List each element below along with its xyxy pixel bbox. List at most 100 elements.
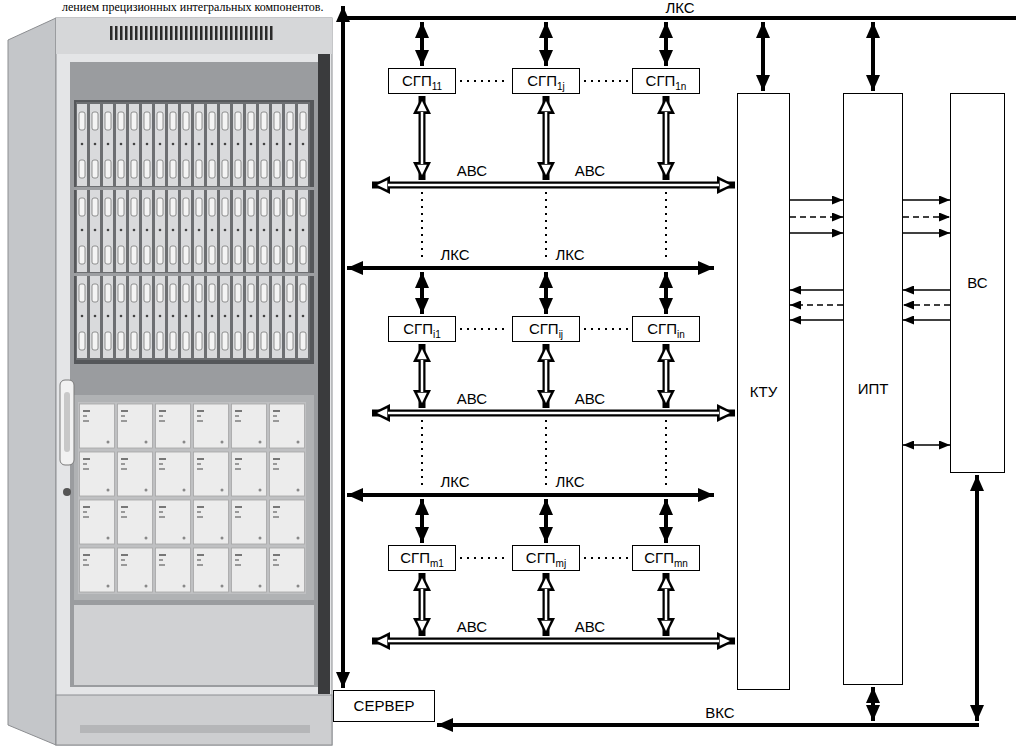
subsystem-box: СГП11 [388, 68, 456, 94]
bus-label: АВС [573, 163, 607, 179]
bus-arrow [420, 22, 424, 66]
signal-arrow [790, 319, 843, 321]
bus-label: ЛКС [663, 0, 696, 16]
power-modules [78, 402, 306, 594]
double-arrow [419, 344, 426, 408]
ellipsis-dots [460, 557, 508, 559]
bus-line [437, 723, 979, 727]
double-arrow [543, 344, 550, 408]
bus-label: АВС [573, 391, 607, 407]
subsystem-box: СГПmj [512, 545, 580, 571]
double-arrow [543, 573, 550, 636]
door-lock [63, 488, 71, 496]
bus-label: АВС [455, 163, 489, 179]
bus-arrow [664, 22, 668, 66]
rack-interior [70, 62, 318, 687]
bus-label: АВС [455, 619, 489, 635]
double-arrow [665, 589, 668, 620]
door-handle [60, 380, 74, 465]
bus-arrow [664, 272, 668, 314]
double-arrow [663, 344, 670, 408]
text-part: СГП [646, 72, 676, 89]
bus-arrow [871, 22, 875, 91]
box-label: КТУ [750, 383, 777, 400]
subscript: ij [559, 329, 563, 340]
text-part: СГП [402, 72, 432, 89]
bus-arrow [544, 272, 548, 314]
bus-label: ВКС [703, 705, 736, 721]
text-fragment: лением прецизионных интегральных компоне… [62, 0, 323, 14]
bus-label: ЛКС [438, 247, 471, 263]
ellipsis-dots [545, 192, 547, 262]
signal-arrow [790, 304, 843, 306]
bus-arrow [420, 499, 424, 543]
box-label: ИПТ [858, 380, 889, 397]
ellipsis-dots [665, 420, 667, 489]
signal-arrow [903, 232, 950, 234]
plinth-slot [80, 725, 310, 733]
bus-arrow [664, 499, 668, 543]
rack-side [8, 18, 56, 745]
ellipsis-dots [584, 557, 628, 559]
text-part: СГП [403, 320, 433, 337]
double-arrow [421, 112, 424, 164]
subsystem-box: СГПmn [632, 545, 700, 571]
signal-arrow [903, 289, 950, 291]
signal-arrow [790, 199, 843, 201]
bus-label: ЛКС [553, 247, 586, 263]
bus-label: ЛКС [553, 474, 586, 490]
box-label: СГПi1 [403, 320, 441, 337]
ellipsis-dots [665, 192, 667, 262]
bus-arrow [975, 475, 979, 721]
ellipsis-dots [584, 328, 628, 330]
double-arrow [663, 573, 670, 636]
box-label: СЕРВЕР [354, 697, 415, 714]
double-bus [388, 640, 719, 643]
rack-photo [0, 0, 340, 749]
bus-label: АВС [455, 391, 489, 407]
double-arrow [421, 589, 424, 620]
bus-line [341, 16, 1016, 20]
signal-arrow [903, 216, 950, 218]
double-arrow [545, 360, 548, 392]
double-arrow [663, 96, 670, 180]
signal-arrow [790, 216, 843, 218]
double-arrow [545, 589, 548, 620]
text-part: СГП [526, 549, 556, 566]
double-arrow [421, 360, 424, 392]
door-handle [64, 392, 70, 452]
box-label: СГП1n [646, 72, 687, 89]
rack-front [56, 18, 332, 745]
ellipsis-dots [584, 80, 628, 82]
blank-panel [74, 605, 314, 685]
ellipsis-dots [460, 328, 508, 330]
ellipsis-dots [460, 80, 508, 82]
subsystem-box: СГПij [512, 316, 580, 342]
ellipsis-dots [421, 192, 423, 262]
bus-arrow [871, 687, 875, 721]
ellipsis-dots [545, 420, 547, 489]
subsystem-box: СГПi1 [388, 316, 456, 342]
subscript: 1n [675, 81, 686, 92]
bus-arrow [544, 499, 548, 543]
bus-arrow [544, 22, 548, 66]
double-arrow [419, 96, 426, 180]
double-bus [372, 638, 735, 645]
signal-arrow [903, 304, 950, 306]
text-part: СГП [529, 320, 559, 337]
card-cage [74, 100, 314, 364]
box-label: СГПin [647, 320, 685, 337]
double-bus [388, 184, 719, 187]
text-part: СГП [644, 549, 674, 566]
module-shelf [74, 395, 314, 600]
subsystem-box: СГПin [632, 316, 700, 342]
double-arrow [665, 112, 668, 164]
ellipsis-dots [421, 420, 423, 489]
bus-arrow [761, 22, 765, 91]
bus-label: АВС [573, 619, 607, 635]
card-modules [76, 102, 310, 360]
door-edge [318, 54, 330, 694]
box-label: СГПmj [526, 549, 566, 566]
subsystem-box: СГП1n [632, 68, 700, 94]
